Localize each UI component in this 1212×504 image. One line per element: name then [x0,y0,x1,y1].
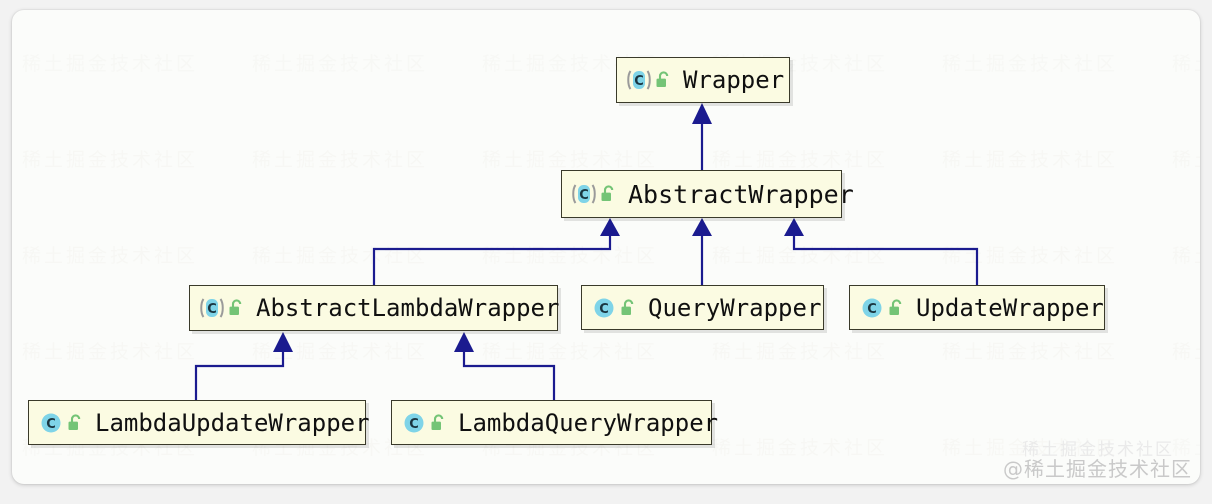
public-unlocked-icon [431,413,444,430]
class-icon: C [862,298,882,317]
public-unlocked-icon [229,299,242,315]
class-icon: C [404,413,424,432]
class-node-label: LambdaQueryWrapper [458,408,719,437]
abstract-class-icon: C [627,70,651,90]
svg-text:C: C [579,188,589,203]
svg-text:C: C [599,302,609,317]
class-node-lambda-query-wrapper[interactable]: C LambdaQueryWrapper [391,400,718,445]
abstract-class-icon: C [200,298,224,318]
node-icons-lambda-update-wrapper: C [38,411,83,435]
public-unlocked-icon [601,185,614,201]
svg-text:C: C [634,74,644,89]
svg-text:C: C [46,417,56,432]
svg-text:C: C [207,302,217,317]
class-node-label: UpdateWrapper [916,293,1104,322]
class-node-label: Wrapper [683,66,785,94]
watermark-ghost-text: 稀土掘金技术社区 [1022,440,1174,460]
public-unlocked-icon [656,71,669,87]
node-icons-abstract-wrapper: C [571,182,616,206]
class-node-update-wrapper[interactable]: C UpdateWrapper [849,285,1105,330]
node-icons-abstract-lambda-wrapper: C [199,296,244,320]
node-icons-lambda-query-wrapper: C [401,411,446,435]
class-node-lambda-update-wrapper[interactable]: C LambdaUpdateWrapper [28,400,370,445]
class-node-abstract-lambda-wrapper[interactable]: C AbstractLambdaWrapper [189,285,560,331]
class-icon: C [594,298,614,317]
watermark-text: @稀土掘金技术社区 [1003,457,1192,481]
class-icon: C [41,413,61,432]
class-node-label: AbstractLambdaWrapper [256,294,560,322]
node-icons-wrapper: C [626,68,671,92]
svg-text:C: C [867,302,877,317]
class-node-label: QueryWrapper [648,293,822,322]
node-icons-query-wrapper: C [591,296,636,320]
class-node-label: AbstractWrapper [628,179,854,209]
class-node-query-wrapper[interactable]: C QueryWrapper [581,285,824,330]
svg-text:C: C [409,417,419,432]
abstract-class-icon: C [572,184,596,204]
public-unlocked-icon [621,298,634,315]
public-unlocked-icon [889,298,902,315]
public-unlocked-icon [68,413,81,430]
class-node-abstract-wrapper[interactable]: C AbstractWrapper [561,170,854,218]
class-node-label: LambdaUpdateWrapper [95,408,370,437]
class-node-wrapper[interactable]: C Wrapper [616,57,790,103]
node-icons-update-wrapper: C [859,296,904,320]
